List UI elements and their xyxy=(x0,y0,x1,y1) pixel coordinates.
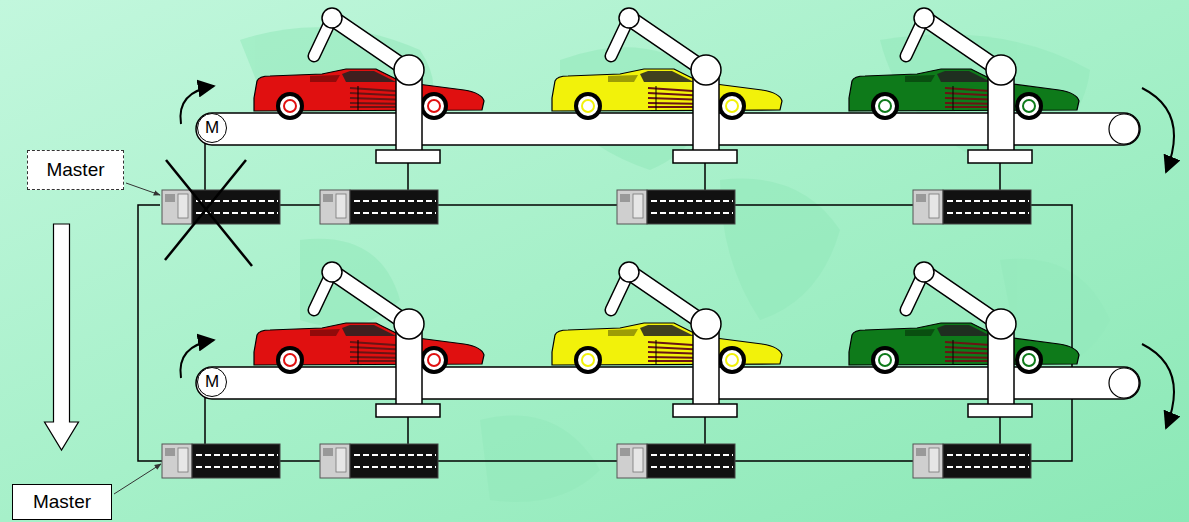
robot-arm xyxy=(906,262,1032,444)
master-label: Master xyxy=(27,150,124,190)
yellow-car xyxy=(552,69,782,120)
green-car xyxy=(849,323,1079,374)
motor-symbol: M xyxy=(197,113,227,143)
node-text: M xyxy=(205,372,219,392)
robot-arm xyxy=(611,8,737,190)
plc-units xyxy=(162,190,1031,478)
yellow-car xyxy=(552,323,782,374)
plc-unit xyxy=(320,444,438,478)
robot-arm xyxy=(314,8,440,190)
red-car xyxy=(254,69,484,120)
block-arrow xyxy=(45,224,79,450)
robot-arm xyxy=(906,8,1032,190)
plc-unit xyxy=(913,190,1031,224)
master-label: Master xyxy=(12,484,112,520)
plc-unit xyxy=(320,190,438,224)
cars xyxy=(254,69,1079,374)
node-text: M xyxy=(205,118,219,138)
red-car xyxy=(254,323,484,374)
plc-unit xyxy=(617,190,735,224)
failure-cross xyxy=(165,160,252,266)
plc-unit xyxy=(162,190,280,224)
node-text: Master xyxy=(46,159,104,181)
rotation-arrows xyxy=(180,86,1174,428)
network-ring xyxy=(138,143,1072,461)
robot-arm xyxy=(314,262,440,444)
plc-unit xyxy=(913,444,1031,478)
robots xyxy=(314,8,1032,444)
node-text: Master xyxy=(33,491,91,513)
green-car xyxy=(849,69,1079,120)
plc-unit xyxy=(162,444,280,478)
robot-arm xyxy=(611,262,737,444)
motor-symbol: M xyxy=(197,367,227,397)
map-watermark xyxy=(240,27,1110,502)
leader-lines xyxy=(114,183,161,494)
plc-unit xyxy=(617,444,735,478)
